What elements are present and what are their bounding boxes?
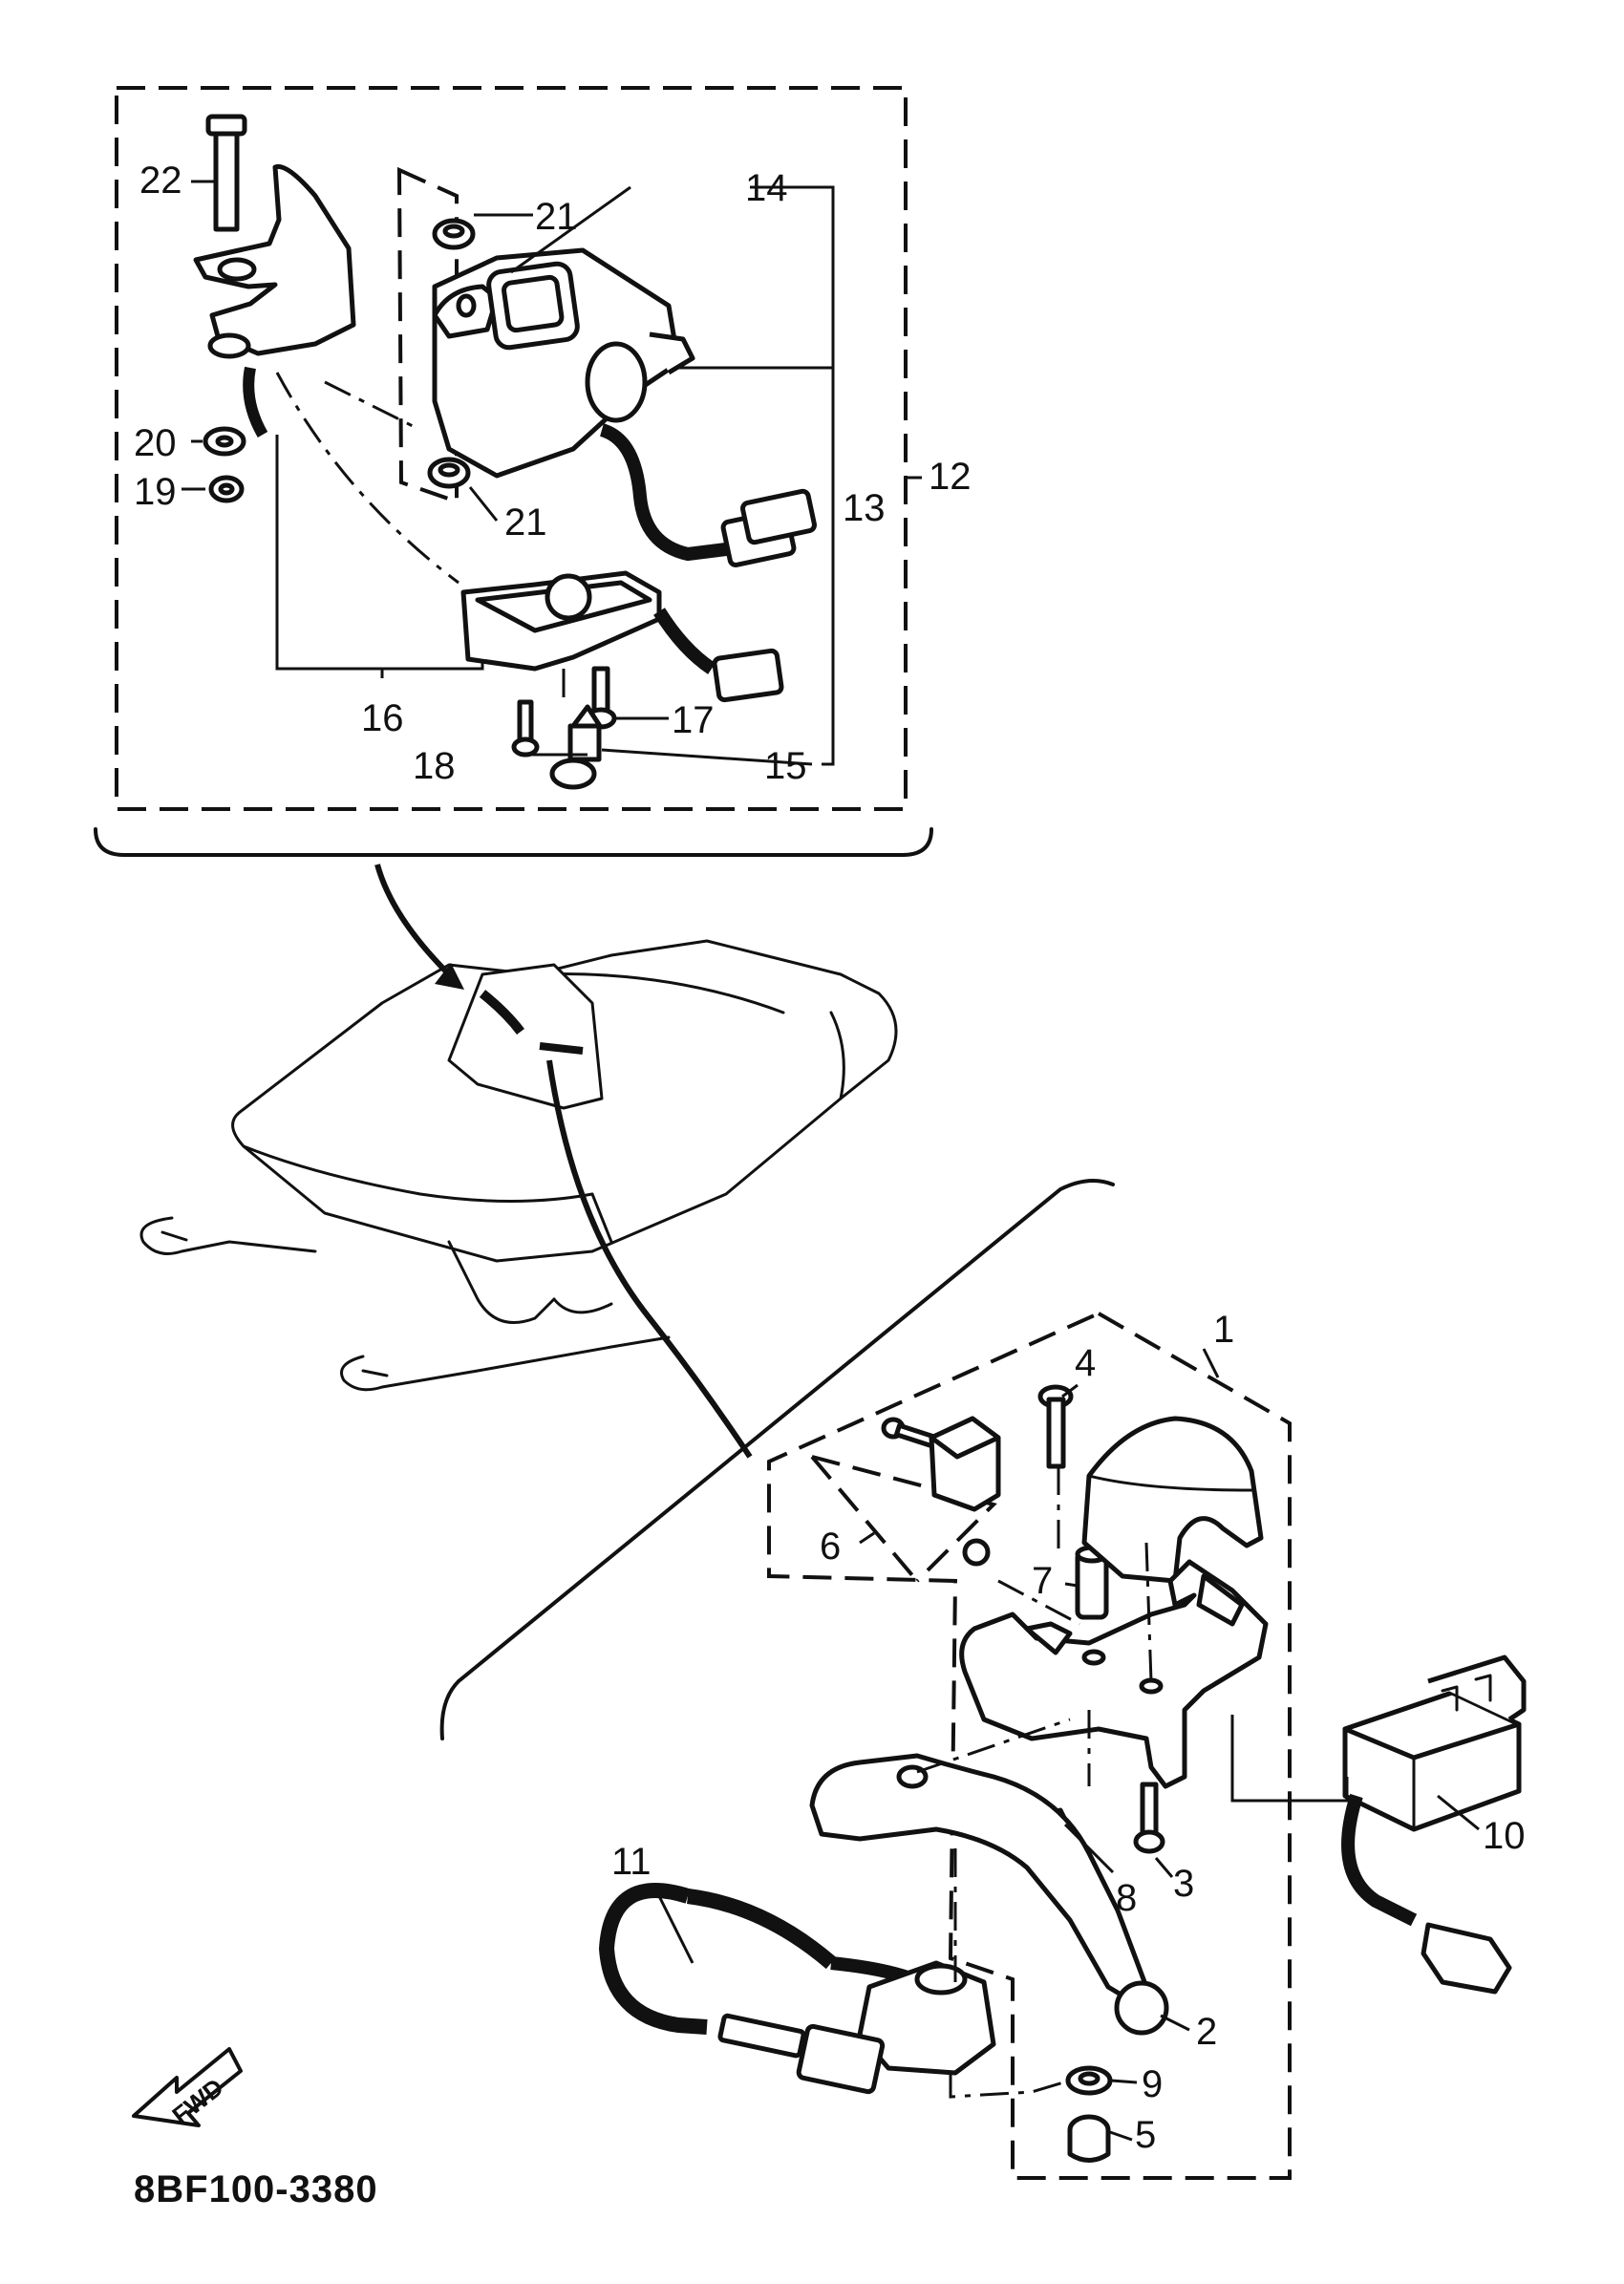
inset-group [94,86,933,857]
callout-4: 4 [1075,1342,1096,1384]
subgroup-6-frame-diag [810,1455,919,1583]
leader-5 [1109,2130,1133,2142]
chain-line-9 [949,2073,1071,2099]
chain-line-6 [997,1579,1080,1626]
inset-dashed-frame [115,86,908,811]
callout-11: 11 [611,1841,652,1883]
switch-unit-10 [1341,1654,1527,1995]
leader-11 [657,1895,694,1964]
callout-12: 12 [929,456,972,498]
leader-15 [601,748,813,766]
subgroup-6-frame [811,1455,997,1583]
leader-21b [468,486,499,522]
callout-19: 19 [134,471,177,513]
callout-18: 18 [413,745,456,787]
callout-10: 10 [1483,1815,1526,1857]
leader-14 [510,185,631,274]
chain-line-cover [1144,1542,1153,1682]
leader-3 [1154,1857,1174,1878]
callout-8: 8 [1116,1877,1137,1919]
bracket-16 [275,435,484,671]
callout-21-bottom: 21 [504,502,547,544]
leader-arrow-top [374,864,452,977]
callout-14: 14 [745,167,788,209]
nut-20 [203,426,246,457]
inset-bracket [94,827,933,857]
brake-lever-2 [809,1753,1169,2036]
leader-9 [1110,2079,1138,2084]
diagram-code: 8BF100-3380 [134,2168,378,2210]
nut-19 [208,475,245,503]
callout-21-top: 21 [535,196,578,238]
leader-10 [1437,1794,1480,1831]
screw-18 [511,699,540,758]
mounting-bracket [193,163,356,438]
chain-line-washer [324,380,421,432]
lever-cover [1081,1416,1264,1584]
separator-curve [439,1179,1115,1740]
screw-15 [549,704,603,790]
washer-21-top [432,218,476,250]
lever-bracket [959,1559,1269,1789]
callout-22: 22 [139,160,182,202]
leader-2 [1160,2014,1190,2032]
stop-switch-11 [599,1883,996,2095]
leader-6 [859,1531,875,1545]
snowmobile-silhouette [139,939,898,1392]
leader-1 [1202,1348,1220,1378]
switch-wire-connector-13 [599,423,817,567]
bracket-14-15 [750,185,835,766]
arrowhead-top [435,963,464,990]
bolt-22 [205,114,247,232]
callout-5: 5 [1135,2114,1156,2156]
callout-15: 15 [764,745,807,787]
callout-2: 2 [1196,2011,1217,2053]
callout-17: 17 [672,699,715,741]
leader-4 [1061,1383,1079,1398]
leader-line-bottom [546,1059,753,1459]
callout-7: 7 [1032,1560,1053,1602]
callout-16: 16 [361,697,404,739]
leader-7 [1064,1582,1079,1588]
washer-subgroup-frame [396,166,459,504]
lower-switch-16 [460,570,784,703]
washer-9 [1065,2065,1113,2096]
bracket-10 [1230,1715,1349,1803]
callout-3: 3 [1173,1863,1194,1905]
bolt-4 [1037,1384,1074,1469]
part-6-block [929,1416,1001,1512]
screw-3 [1133,1782,1165,1854]
callout-6: 6 [820,1526,841,1568]
callout-20: 20 [134,422,177,464]
fwd-arrow-icon: FWD [132,2047,243,2130]
part-6-clip [962,1538,991,1567]
callout-9: 9 [1142,2063,1163,2105]
leader-8 [1063,1823,1115,1874]
nut-5 [1067,2114,1111,2163]
washer-21-bottom [427,457,471,489]
callout-1: 1 [1213,1309,1234,1351]
thumb-switch-housing [432,247,695,479]
callout-13: 13 [843,487,886,529]
chain-line-lever [916,1718,1071,1774]
